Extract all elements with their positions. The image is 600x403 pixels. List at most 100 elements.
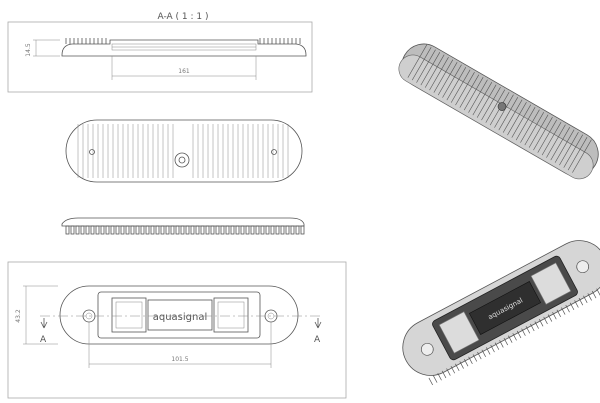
fin xyxy=(516,330,522,339)
rib xyxy=(520,109,540,143)
fin xyxy=(200,225,205,235)
rib xyxy=(546,124,566,158)
rib xyxy=(429,57,449,91)
dim-section-height: 14.5 xyxy=(25,43,32,57)
fin xyxy=(503,337,509,346)
fin xyxy=(145,225,150,235)
rib xyxy=(550,127,571,161)
fin xyxy=(245,225,250,235)
rib xyxy=(502,99,523,133)
rib xyxy=(563,134,584,168)
fin xyxy=(235,225,240,235)
fin xyxy=(225,225,230,235)
section-fins-left xyxy=(65,38,107,44)
fin xyxy=(185,225,190,235)
fin xyxy=(300,225,305,235)
fin xyxy=(155,225,160,235)
rib xyxy=(455,72,475,106)
rib xyxy=(537,119,558,153)
rib xyxy=(472,82,493,116)
rib xyxy=(498,97,519,131)
rib xyxy=(468,79,488,113)
fin xyxy=(130,225,135,235)
fin xyxy=(255,225,260,235)
fin xyxy=(120,225,125,235)
plan-view: aquasignal A A xyxy=(40,285,322,345)
fin xyxy=(140,225,145,235)
fin xyxy=(165,225,170,235)
fin xyxy=(135,225,140,235)
rib xyxy=(463,77,484,111)
fin xyxy=(205,225,210,235)
fin xyxy=(250,225,255,235)
rib xyxy=(559,132,579,166)
fin xyxy=(220,225,225,235)
dim-section-width: 161 xyxy=(178,68,190,75)
label-plate xyxy=(147,299,213,331)
section-a-a-profile xyxy=(61,38,307,57)
fin xyxy=(556,309,562,318)
fin xyxy=(446,368,451,376)
fin xyxy=(485,347,491,355)
fin xyxy=(428,377,433,386)
fin xyxy=(270,225,275,235)
fin xyxy=(468,356,473,365)
rib xyxy=(485,89,506,123)
fin xyxy=(455,363,460,372)
fin xyxy=(591,290,597,299)
fin xyxy=(472,354,478,362)
fin xyxy=(441,370,447,379)
fin xyxy=(477,351,482,360)
fin xyxy=(215,225,220,235)
plan-dimensions: 43.2 101.5 xyxy=(15,285,272,368)
fin xyxy=(195,225,200,235)
left-lens xyxy=(111,297,147,333)
fin xyxy=(565,304,570,313)
fin xyxy=(90,225,95,235)
fin xyxy=(160,225,165,235)
fin xyxy=(180,225,185,235)
fin xyxy=(574,300,579,308)
fin xyxy=(80,225,85,235)
rib xyxy=(541,122,562,156)
rib xyxy=(554,129,575,163)
fin xyxy=(437,373,442,381)
fin xyxy=(190,225,195,235)
rib xyxy=(476,84,497,118)
section-view-frame xyxy=(7,21,313,93)
fin xyxy=(534,321,539,329)
fin xyxy=(508,335,513,343)
fin xyxy=(275,225,280,235)
fin xyxy=(499,340,504,348)
fin xyxy=(240,225,245,235)
plan-view-frame xyxy=(7,261,347,399)
rib xyxy=(481,87,501,121)
fin xyxy=(115,225,120,235)
fin xyxy=(521,328,526,336)
fin xyxy=(450,366,456,374)
rib xyxy=(433,59,454,93)
fin xyxy=(463,358,469,367)
center-screw xyxy=(174,152,190,168)
fin xyxy=(578,297,584,306)
fin xyxy=(587,293,592,301)
rib xyxy=(572,139,592,173)
rib xyxy=(524,112,545,146)
right-hole xyxy=(271,149,277,155)
rib xyxy=(511,104,532,138)
rib xyxy=(420,52,441,86)
iso-view-back xyxy=(398,43,599,180)
rib xyxy=(407,44,428,78)
side-view-fins xyxy=(65,225,305,235)
rib xyxy=(446,67,467,101)
rib xyxy=(442,64,462,98)
rib xyxy=(507,102,527,136)
fin xyxy=(230,225,235,235)
fin xyxy=(583,295,588,303)
fin xyxy=(265,225,270,235)
rib xyxy=(437,62,458,96)
fin xyxy=(280,225,285,235)
fin xyxy=(175,225,180,235)
fin xyxy=(538,319,544,327)
fin xyxy=(70,225,75,235)
